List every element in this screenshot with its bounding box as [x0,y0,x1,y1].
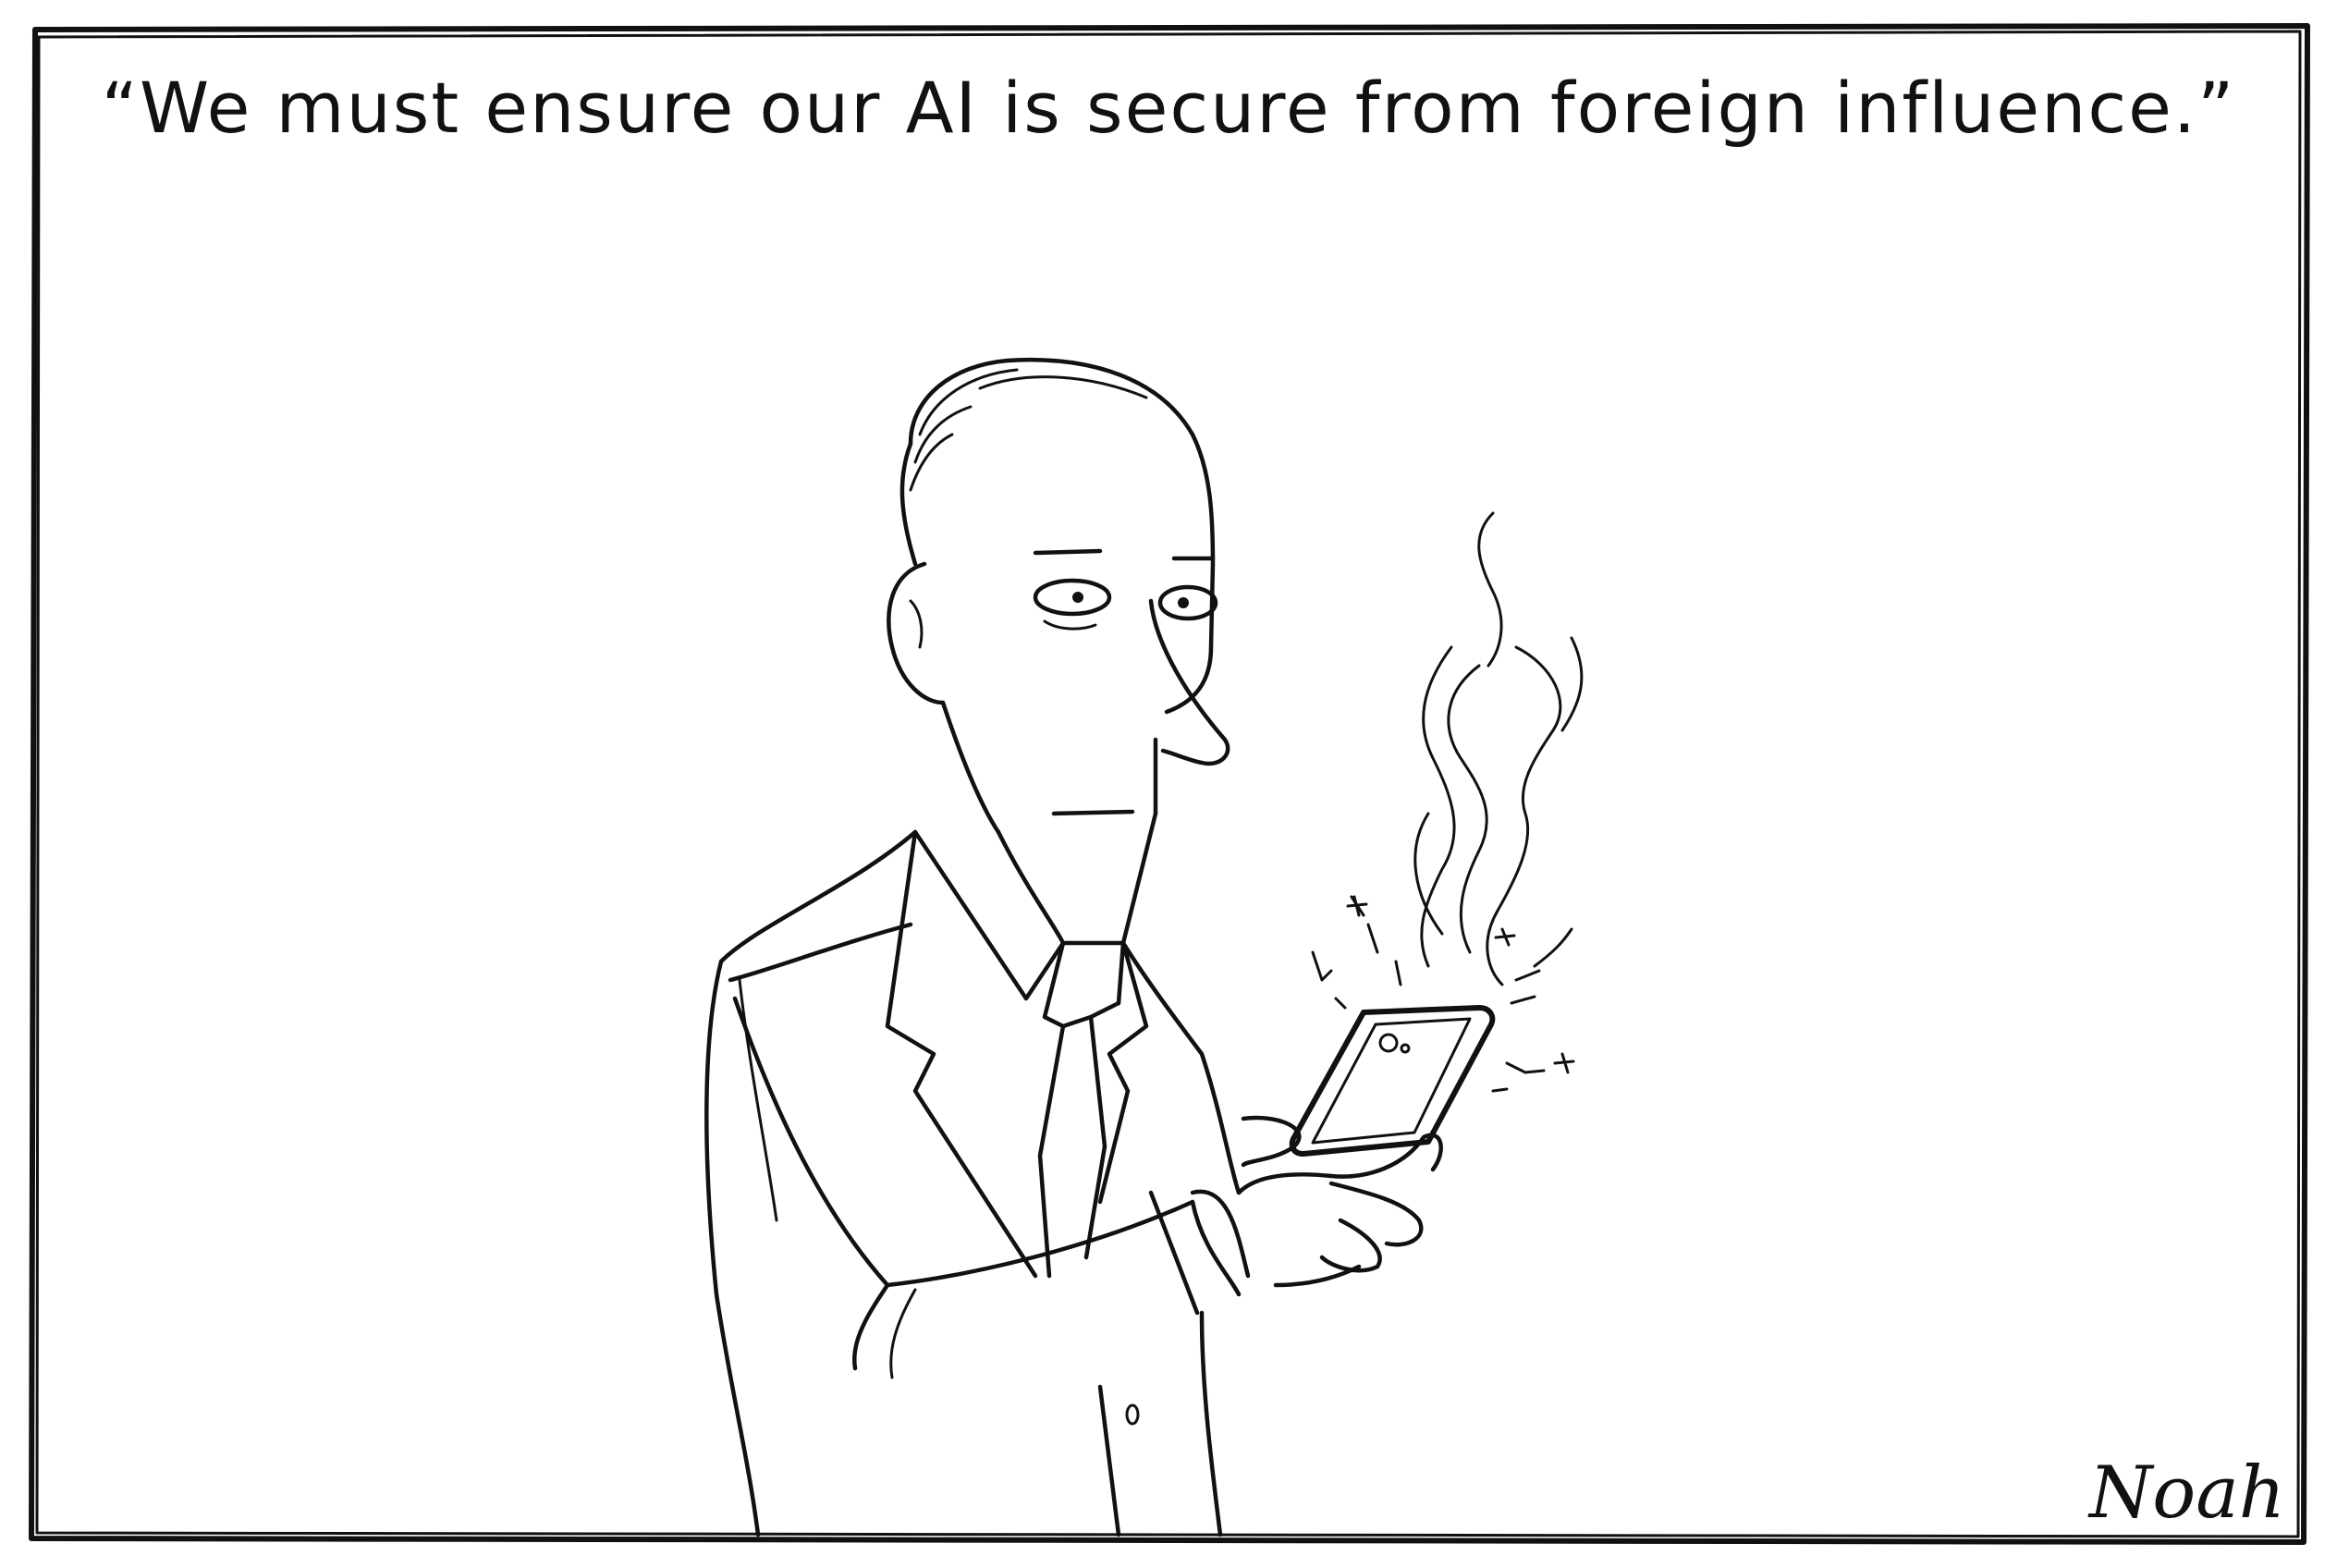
artist-signature: Noah [2089,1452,2285,1535]
cartoon-caption: “We must ensure our AI is secure from fo… [101,67,2236,149]
smoking-phone-icon [1289,511,1584,1157]
panel-border [29,23,2310,1545]
man-figure-icon [704,357,1443,1537]
